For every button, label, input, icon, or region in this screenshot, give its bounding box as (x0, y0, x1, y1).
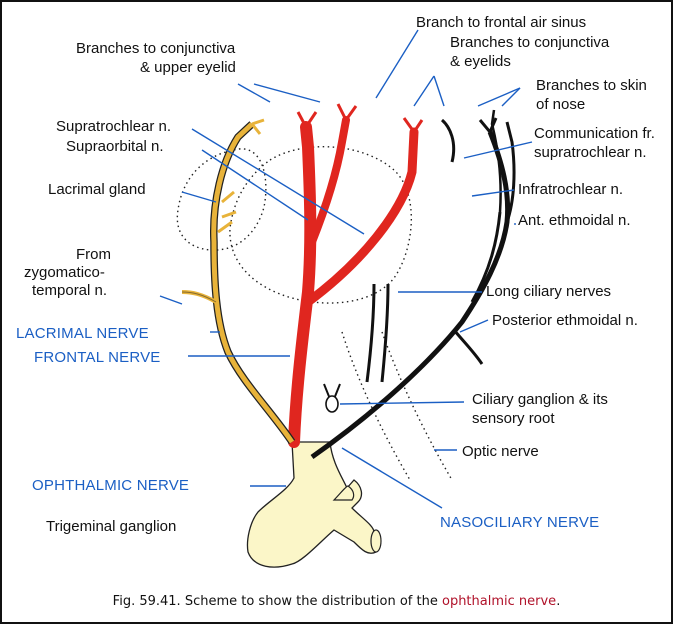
label-from-zygo-2: zygomatico- (24, 264, 105, 281)
label-ciliary-ganglion-1: Ciliary ganglion & its (472, 391, 608, 408)
label-posterior-ethmoidal: Posterior ethmoidal n. (492, 312, 638, 329)
label-communication-2: supratrochlear n. (534, 144, 647, 161)
label-conj-upper-eyelid-1: Branches to conjunctiva (76, 40, 236, 57)
ciliary-ganglion (326, 396, 338, 412)
label-skin-nose-2: of nose (536, 96, 585, 113)
ganglion-root-oval (371, 530, 381, 552)
caption-suffix: . (556, 594, 560, 609)
label-skin-nose-1: Branches to skin (536, 77, 647, 94)
label-lacrimal-gland: Lacrimal gland (48, 181, 146, 198)
frontal-tips-right (404, 118, 422, 132)
caption-prefix: Fig. 59.41. Scheme to show the distribut… (113, 594, 442, 609)
label-branch-frontal-sinus: Branch to frontal air sinus (416, 14, 586, 31)
label-long-ciliary: Long ciliary nerves (486, 283, 611, 300)
optic-nerve-outline-2 (382, 332, 452, 480)
figure-caption: Fig. 59.41. Scheme to show the distribut… (2, 594, 671, 609)
label-supratrochlear: Supratrochlear n. (56, 118, 171, 135)
label-conj-eyelids-2: & eyelids (450, 53, 511, 70)
label-from-zygo-3: temporal n. (32, 282, 107, 299)
label-conj-upper-eyelid-2: & upper eyelid (140, 59, 236, 76)
label-communication-1: Communication fr. (534, 125, 655, 142)
communication-branch (442, 120, 454, 162)
frontal-nerve (294, 127, 310, 442)
label-supraorbital: Supraorbital n. (66, 138, 164, 155)
label-nasociliary-nerve: NASOCILIARY NERVE (440, 514, 599, 531)
label-from-zygo-1: From (76, 246, 111, 263)
label-optic-nerve: Optic nerve (462, 443, 539, 460)
label-ant-ethmoidal: Ant. ethmoidal n. (518, 212, 631, 229)
label-frontal-nerve: FRONTAL NERVE (34, 349, 161, 366)
skin-nose-branch (492, 110, 501, 212)
label-lacrimal-nerve: LACRIMAL NERVE (16, 325, 149, 342)
supratrochlear-branch (312, 120, 346, 242)
label-trigeminal-ganglion: Trigeminal ganglion (46, 518, 176, 535)
zygomatico-branch (182, 292, 216, 302)
label-conj-eyelids-1: Branches to conjunctiva (450, 34, 610, 51)
posterior-ethmoidal-branch (454, 330, 482, 364)
label-ciliary-ganglion-2: sensory root (472, 410, 555, 427)
label-infratrochlear: Infratrochlear n. (518, 181, 623, 198)
caption-highlight: ophthalmic nerve (442, 594, 556, 609)
nerve-diagram: Branch to frontal air sinus Branches to … (2, 2, 673, 602)
infratrochlear-tip-1 (480, 120, 490, 132)
trigeminal-ganglion-shape (247, 442, 379, 567)
label-ophthalmic-nerve: OPHTHALMIC NERVE (32, 477, 189, 494)
long-ciliary-1 (367, 284, 374, 382)
